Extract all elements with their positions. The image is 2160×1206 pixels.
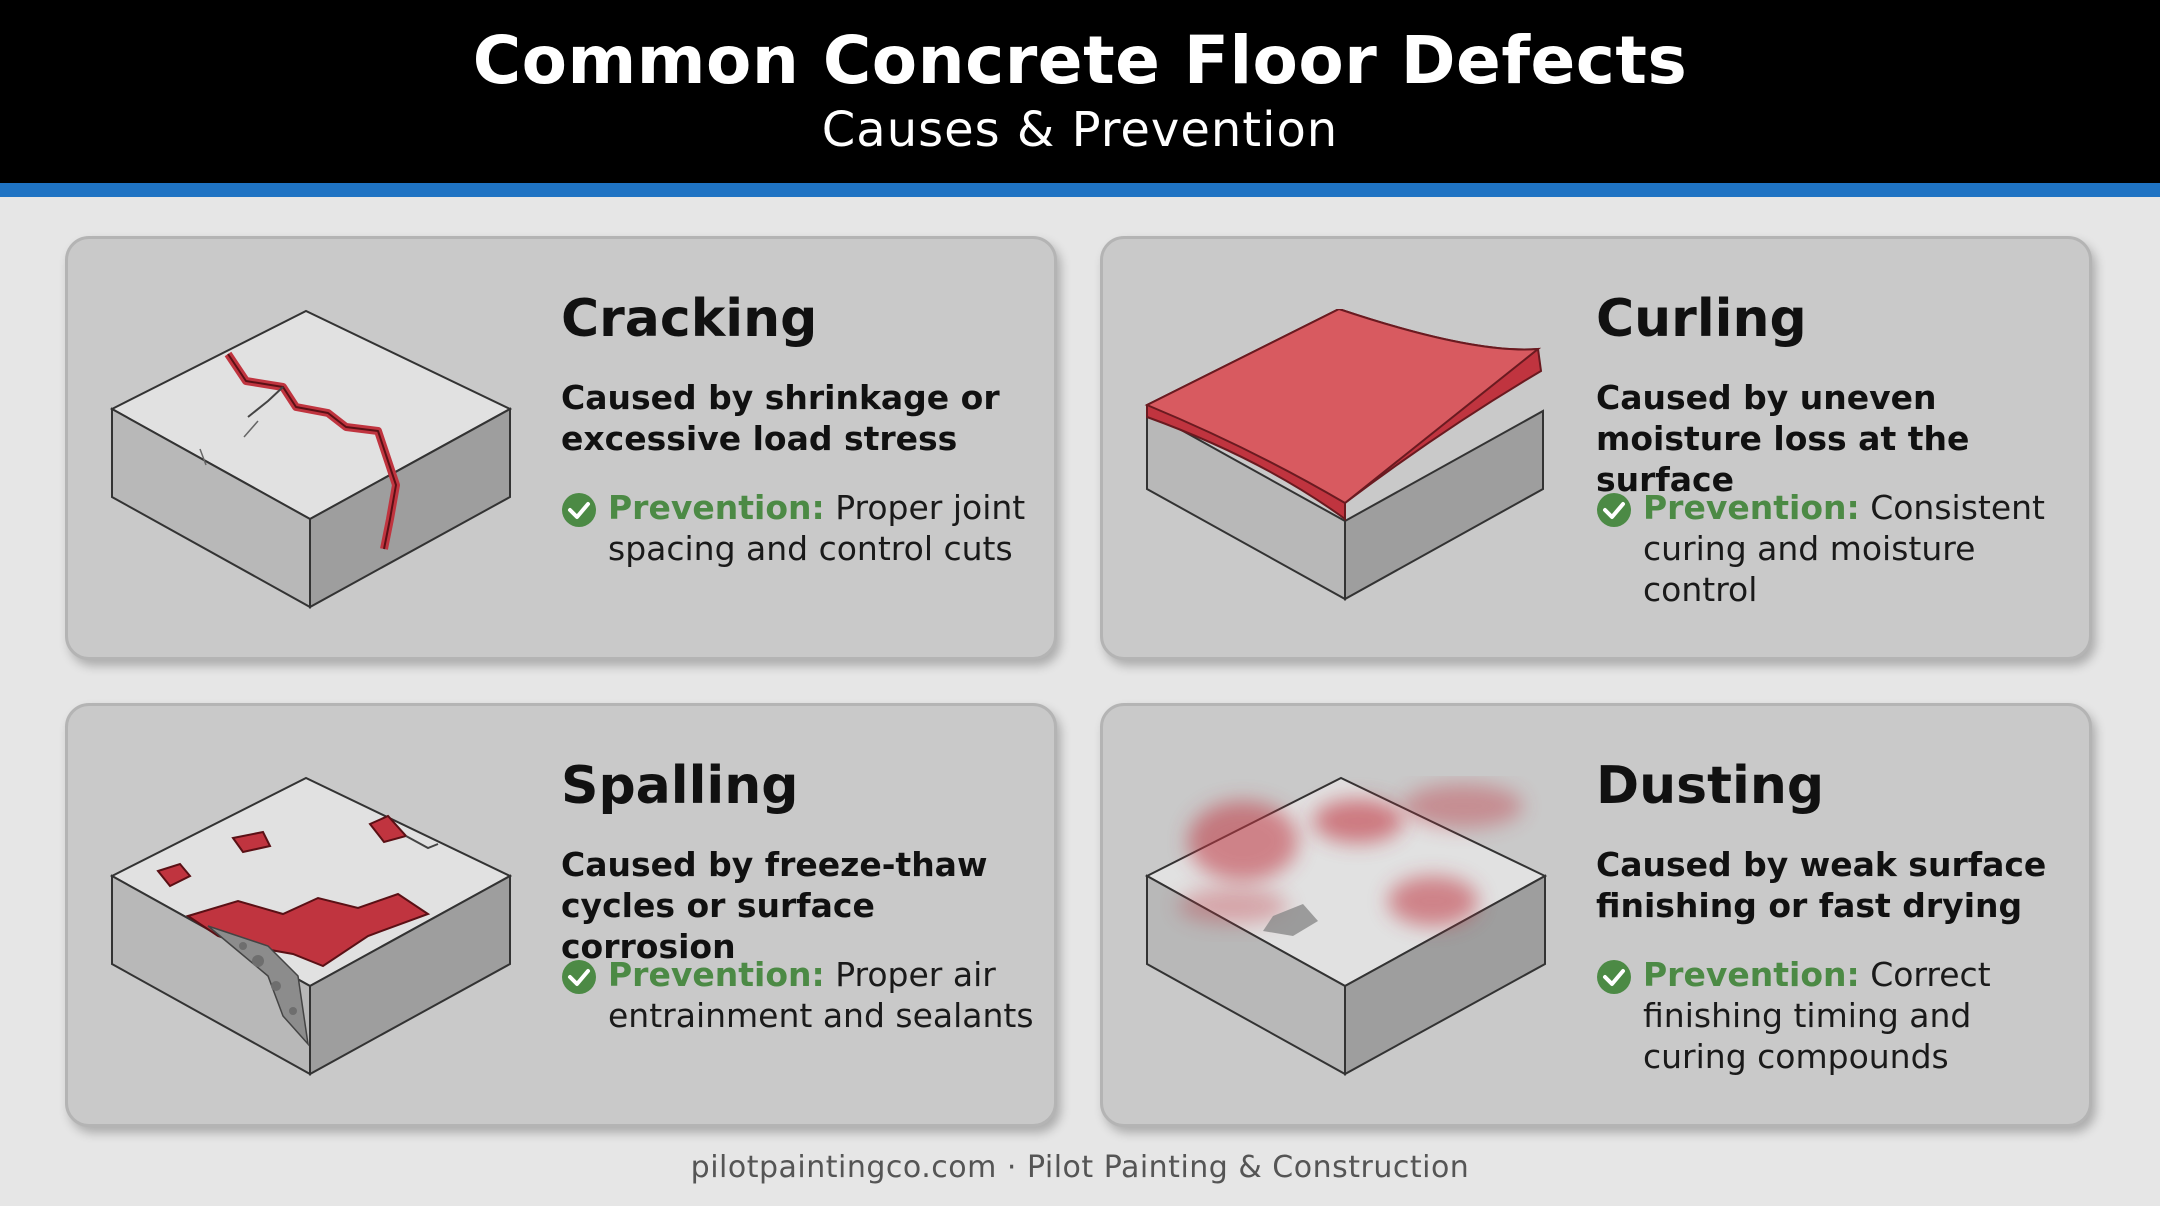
card-title: Curling [1596, 289, 1807, 349]
prevention-label: Prevention: [1643, 955, 1860, 994]
prevention-text: Consistent curing and moisture control [1643, 488, 2045, 609]
page-subtitle: Causes & Prevention [821, 102, 1339, 158]
card-cause: Caused by freeze-thaw cycles or surface … [561, 845, 988, 966]
card-cause: Caused by uneven moisture loss at the su… [1596, 378, 1970, 499]
card-cause: Caused by shrinkage or excessive load st… [561, 378, 1000, 458]
card-title: Dusting [1596, 756, 1825, 816]
cracked-slab-illustration [109, 309, 513, 609]
card-curling: Curling Caused by uneven moisture loss a… [1100, 236, 2092, 660]
check-circle-icon [562, 960, 596, 994]
card-title: Spalling [561, 756, 799, 816]
page-title: Common Concrete Floor Defects [472, 22, 1688, 99]
card-spalling: Spalling Caused by freeze-thaw cycles or… [65, 703, 1057, 1127]
check-circle-icon [1597, 960, 1631, 994]
card-cause: Caused by weak surface finishing or fast… [1596, 845, 2047, 925]
prevention-text: Proper air entrainment and sealants [608, 955, 1034, 1035]
check-circle-icon [1597, 493, 1631, 527]
prevention-text: Proper joint spacing and control cuts [608, 488, 1026, 568]
dusting-slab-illustration [1144, 776, 1548, 1076]
spalled-slab-illustration [109, 776, 513, 1076]
check-circle-icon [562, 493, 596, 527]
accent-bar [0, 183, 2160, 197]
card-dusting: Dusting Caused by weak surface finishing… [1100, 703, 2092, 1127]
curled-slab-illustration [1144, 309, 1544, 601]
prevention-label: Prevention: [608, 488, 825, 527]
prevention-label: Prevention: [608, 955, 825, 994]
footer-credit: pilotpaintingco.com · Pilot Painting & C… [690, 1150, 1470, 1185]
card-title: Cracking [561, 289, 818, 349]
header: Common Concrete Floor Defects Causes & P… [0, 0, 2160, 183]
card-cracking: Cracking Caused by shrinkage or excessiv… [65, 236, 1057, 660]
prevention-text: Correct finishing timing and curing comp… [1643, 955, 1991, 1076]
prevention-label: Prevention: [1643, 488, 1860, 527]
